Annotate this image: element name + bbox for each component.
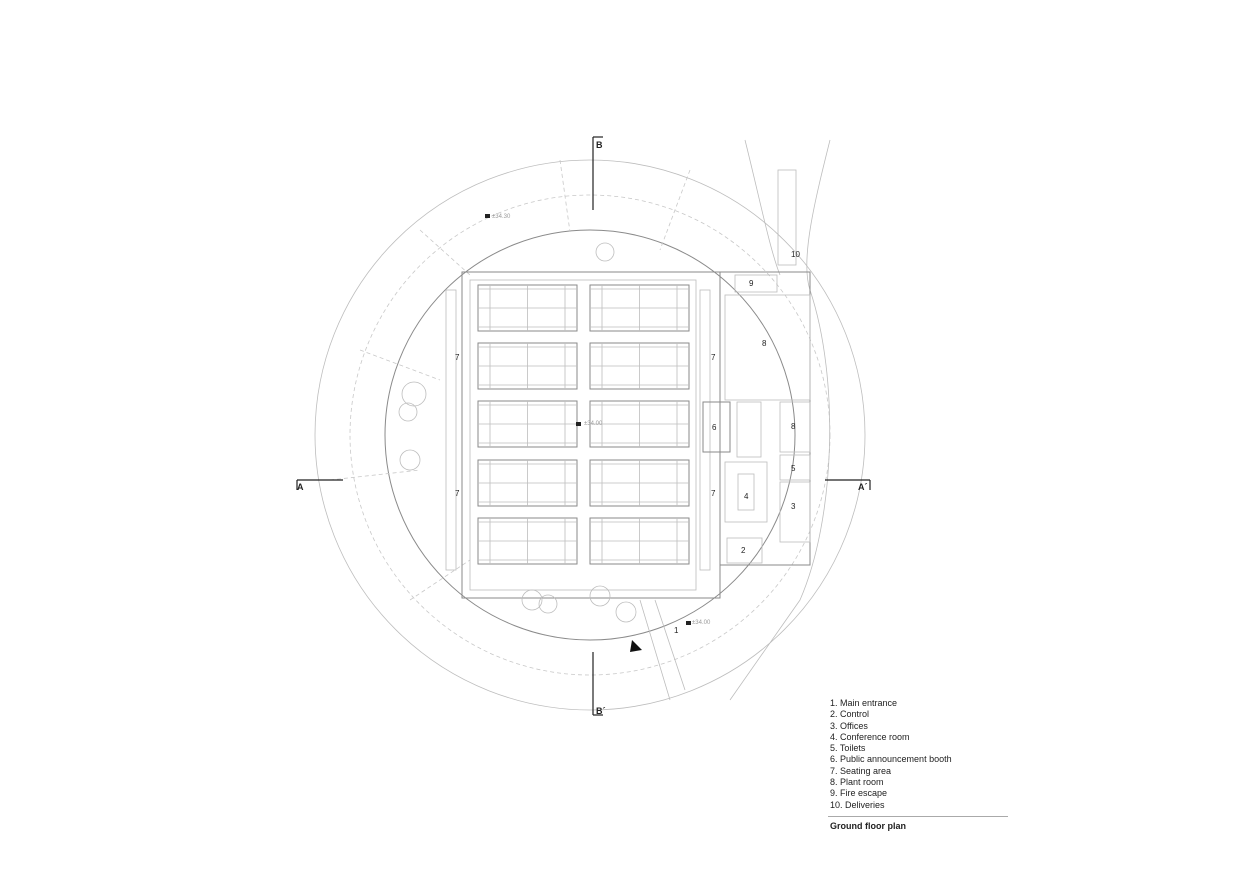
room-label-9: 9	[749, 279, 754, 288]
room-label-8: 8	[791, 422, 796, 431]
room-label-10: 10	[791, 250, 800, 259]
delivery-ramp	[777, 169, 797, 266]
legend-item: 5. Toilets	[830, 743, 866, 754]
pa-booth	[702, 401, 731, 453]
plant-room-2	[779, 401, 811, 453]
section-label-a: A	[297, 482, 304, 492]
conference-table	[737, 473, 755, 511]
legend-item: 7. Seating area	[830, 765, 892, 776]
elevation-north: ±34.30	[492, 214, 511, 220]
legend-item: 6. Public announcement booth	[830, 754, 952, 765]
room-label-2: 2	[741, 546, 746, 555]
court-lines	[590, 401, 689, 447]
hall-inner	[469, 279, 697, 591]
elevation-center: ±34.00	[584, 421, 603, 427]
control-room	[726, 537, 763, 564]
trees	[398, 242, 637, 623]
room-label-1: 1	[674, 626, 679, 635]
fire-escape	[734, 274, 778, 293]
court-lines	[590, 343, 689, 389]
room-label-6: 6	[712, 423, 717, 432]
service-block	[719, 271, 811, 566]
site-road	[744, 139, 781, 276]
legend-item: 4. Conference room	[830, 731, 910, 742]
legend: 1. Main entrance 2. Control 3. Offices 4…	[828, 698, 1008, 832]
legend-divider	[828, 815, 1008, 817]
section-label-b-prime: B´	[596, 706, 606, 716]
inner-circle	[384, 229, 796, 641]
courts	[477, 284, 690, 565]
room-label-5: 5	[791, 464, 796, 473]
legend-item: 1. Main entrance	[830, 698, 898, 708]
court-lines	[590, 285, 689, 331]
room-label-7: 7	[711, 353, 716, 362]
conference-room	[724, 461, 768, 523]
court-lines	[590, 518, 689, 564]
legend-item: 3. Offices	[830, 720, 868, 731]
plant-room-1	[724, 294, 811, 401]
stair	[736, 401, 762, 458]
radial-paths	[329, 159, 691, 601]
entrance-arrow-icon	[630, 640, 642, 652]
room-label-7: 7	[711, 489, 716, 498]
seating-left	[445, 289, 457, 571]
drawing-title: Ground floor plan	[830, 820, 906, 831]
seating-right	[699, 289, 711, 571]
sports-hall	[461, 271, 721, 599]
offices	[779, 481, 811, 543]
court-lines	[478, 343, 577, 389]
room-label-8: 8	[762, 339, 767, 348]
legend-item: 10. Deliveries	[830, 799, 885, 810]
room-label-4: 4	[744, 492, 749, 501]
court-lines	[478, 518, 577, 564]
court-lines	[478, 285, 577, 331]
court-lines	[590, 460, 689, 506]
legend-item: 8. Plant room	[830, 777, 884, 788]
court-lines	[478, 401, 577, 447]
entrance-path	[639, 599, 686, 701]
toilets	[779, 454, 811, 481]
legend-item: 9. Fire escape	[830, 788, 888, 799]
section-markers	[296, 136, 871, 716]
site-boundary	[729, 139, 831, 701]
room-label-7: 7	[455, 353, 460, 362]
legend-item: 2. Control	[830, 709, 870, 720]
room-label-3: 3	[791, 502, 796, 511]
outer-circle	[314, 159, 866, 711]
room-label-7: 7	[455, 489, 460, 498]
section-label-b: B	[596, 140, 603, 150]
section-label-a-prime: A´	[858, 482, 868, 492]
elevation-entrance: ±34.00	[692, 620, 711, 626]
level-marker-icons	[485, 214, 691, 625]
court-lines	[478, 460, 577, 506]
